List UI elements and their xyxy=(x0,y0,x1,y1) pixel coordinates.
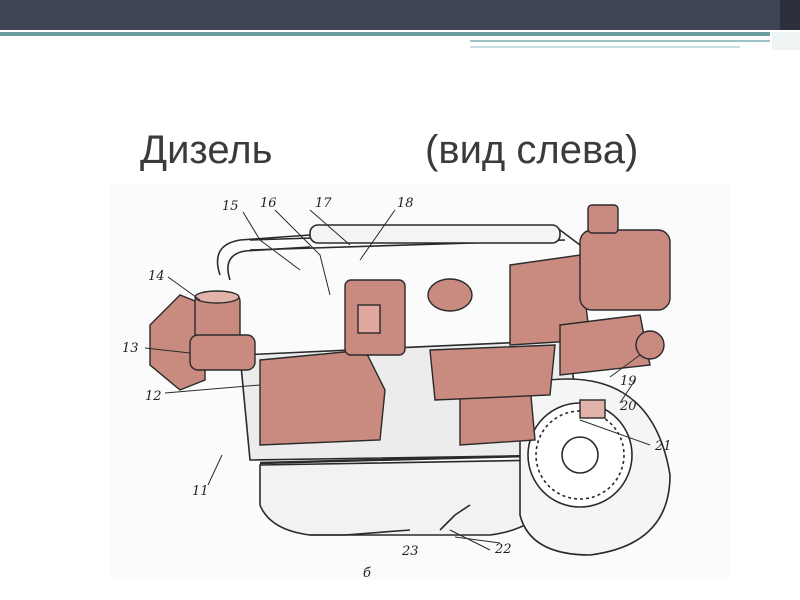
slide-title: Дизель xyxy=(140,128,273,172)
label-19: 19 xyxy=(620,374,637,389)
label-13: 13 xyxy=(122,341,139,356)
label-20: 20 xyxy=(619,399,637,414)
header-bar xyxy=(0,0,800,30)
label-21: 21 xyxy=(654,439,672,454)
accent-line-thin-2 xyxy=(470,46,740,48)
label-18: 18 xyxy=(397,196,414,211)
label-11: 11 xyxy=(192,484,209,499)
label-12: 12 xyxy=(145,389,162,404)
slide-subtitle: (вид слева) xyxy=(425,128,639,172)
air-cleaner xyxy=(579,229,671,311)
intake-pipe xyxy=(309,224,561,244)
water-pump xyxy=(189,334,256,371)
accent-line xyxy=(0,32,770,36)
breather xyxy=(427,278,473,312)
engine-diagram-svg: 15 16 17 18 14 13 12 11 19 20 21 22 23 б xyxy=(110,185,730,580)
label-b: б xyxy=(363,566,371,580)
exhaust-manifold xyxy=(429,344,556,401)
label-15: 15 xyxy=(222,199,239,214)
label-14: 14 xyxy=(148,269,165,284)
label-16: 16 xyxy=(260,196,277,211)
label-22: 22 xyxy=(494,542,512,557)
engine-parts xyxy=(149,204,671,446)
leader-lines xyxy=(144,209,651,551)
injection-pump xyxy=(259,349,386,446)
engine-diagram: 15 16 17 18 14 13 12 11 19 20 21 22 23 б xyxy=(110,185,730,580)
label-23: 23 xyxy=(401,544,419,559)
accent-line-thin xyxy=(470,40,770,42)
oil-pan xyxy=(259,459,551,536)
generator xyxy=(559,314,651,376)
corner-mark xyxy=(772,32,800,50)
header-bar-shade xyxy=(780,0,800,30)
label-17: 17 xyxy=(315,196,332,211)
